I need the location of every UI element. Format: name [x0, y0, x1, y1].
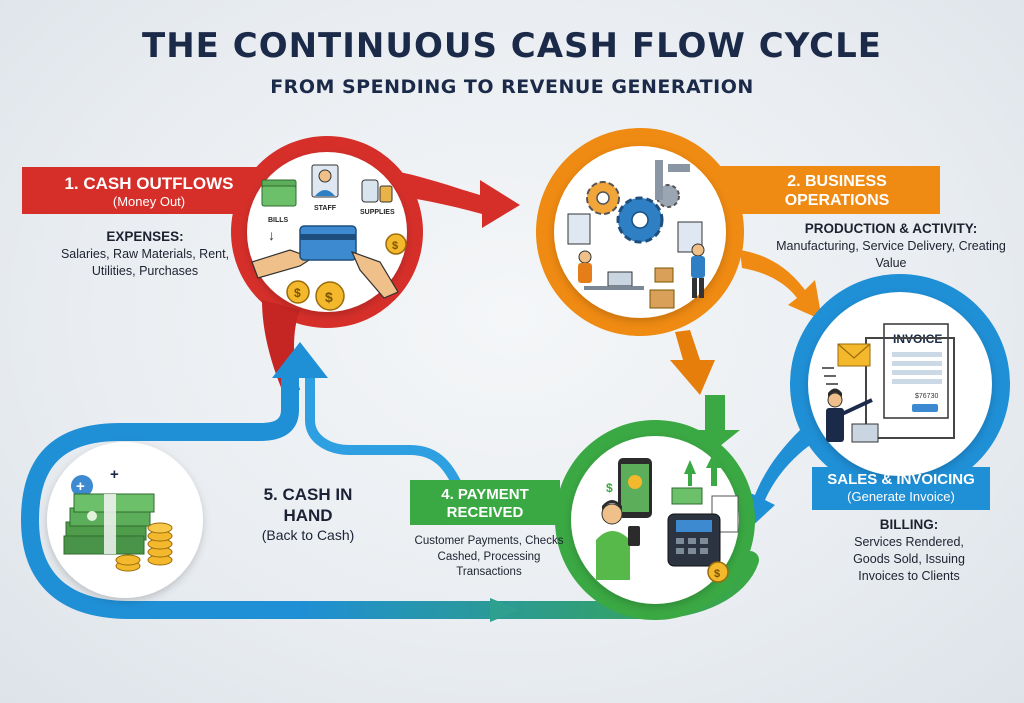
invoice-amount: $76730 — [915, 393, 938, 400]
factory-pipe-icon — [655, 160, 663, 200]
stage1-label: 1. CASH OUTFLOWS — [64, 174, 234, 193]
arrow-up-icon — [706, 452, 722, 486]
businesswoman-icon — [826, 388, 873, 442]
dollar-bubble-icon: $ — [606, 481, 613, 495]
coin-icon — [385, 233, 407, 255]
bills-label: BILLS — [268, 217, 289, 224]
stage4-desc-text: Customer Payments, Checks Cashed, Proces… — [414, 535, 564, 579]
gear-icon — [586, 181, 620, 215]
customer-icon — [596, 500, 640, 580]
stage2-description: PRODUCTION & ACTIVITY: Manufacturing, Se… — [760, 220, 1022, 272]
svg-text:+: + — [76, 478, 85, 495]
supplies-icon — [361, 179, 379, 203]
red-banner — [22, 167, 292, 214]
stage3-description: BILLING: Services Rendered, Goods Sold, … — [834, 516, 984, 585]
orange-arrow-down — [670, 330, 715, 395]
stage4-label: 4. PAYMENT RECEIVED — [441, 486, 529, 521]
stage2-desc-heading: PRODUCTION & ACTIVITY: — [804, 221, 978, 236]
hand-right-icon — [350, 250, 399, 299]
stage2-label: 2. BUSINESS OPERATIONS — [784, 173, 890, 210]
stage2-title: 2. BUSINESS OPERATIONS — [752, 172, 922, 210]
stage4-description: Customer Payments, Checks Cashed, Proces… — [414, 534, 564, 581]
stage3-illustration: INVOICE $76730 — [822, 323, 955, 443]
blue-arrow-to-payment — [742, 430, 810, 530]
stage5-sublabel: (Back to Cash) — [261, 526, 355, 543]
blue-arrow-up-head — [272, 342, 328, 378]
svg-text:$: $ — [325, 289, 333, 305]
invoice-button — [912, 404, 938, 412]
stage3-desc-text: Services Rendered, Goods Sold, Issuing I… — [853, 535, 965, 583]
stage2-illustration — [567, 160, 705, 309]
stage2-desc-text: Manufacturing, Service Delivery, Creatin… — [776, 239, 1006, 271]
plus-icon: + — [110, 466, 119, 483]
orange-arrow-right — [740, 250, 822, 320]
stage1-desc-heading: EXPENSES: — [106, 229, 184, 244]
coin-icon — [315, 281, 345, 311]
laptop-icon — [607, 271, 633, 287]
box-icon — [654, 267, 674, 283]
coin-icon — [707, 561, 729, 583]
down-arrow-icon: ↓ — [268, 227, 275, 243]
blue-loop-track — [20, 363, 649, 619]
worker-icon — [578, 250, 592, 283]
stage3-sublabel: (Generate Invoice) — [847, 489, 955, 505]
stage3-desc-heading: BILLING: — [879, 517, 939, 532]
worker-icon — [691, 243, 705, 298]
green-arrow-from-orange — [690, 395, 740, 450]
box-icon — [649, 289, 675, 309]
coin-stack-icon — [115, 522, 173, 572]
cash-stack-icon — [63, 493, 155, 555]
supplies-label: SUPPLIES — [360, 209, 395, 216]
staff-label: STAFF — [314, 205, 337, 212]
plus-icon — [71, 475, 93, 497]
svg-text:$: $ — [714, 568, 720, 580]
orange-banner — [700, 166, 940, 214]
blue-banner — [812, 467, 990, 510]
green-loop-track — [305, 372, 465, 493]
stage1-title: 1. CASH OUTFLOWS (Money Out) — [24, 174, 274, 210]
laptop-icon — [851, 423, 879, 443]
stage1-description: EXPENSES: Salaries, Raw Materials, Rent,… — [38, 228, 252, 280]
stage3-label: SALES & INVOICING — [827, 471, 975, 488]
page-subtitle: FROM SPENDING TO REVENUE GENERATION — [270, 76, 754, 98]
stage1-sublabel: (Money Out) — [112, 194, 186, 210]
stage3-title: SALES & INVOICING (Generate Invoice) — [812, 470, 990, 505]
green-banner — [410, 480, 560, 525]
stage1-desc-text: Salaries, Raw Materials, Rent, Utilities… — [60, 247, 230, 279]
page-title: THE CONTINUOUS CASH FLOW CYCLE — [142, 26, 882, 66]
arrow-up-icon — [684, 460, 696, 486]
speed-lines-icon — [822, 367, 838, 385]
monitor-icon — [567, 213, 591, 245]
bill-icon — [671, 487, 703, 505]
gear-icon — [616, 196, 664, 244]
desk — [584, 286, 644, 290]
coin-icon — [286, 280, 310, 304]
envelope-icon — [837, 343, 871, 367]
hand-left-icon — [251, 249, 314, 279]
svg-text:$: $ — [294, 286, 301, 300]
stage5-illustration: + + — [63, 466, 173, 572]
stage4-illustration: $ $ — [596, 452, 739, 583]
monitor-icon — [865, 337, 955, 439]
bottom-arrow-head — [490, 598, 520, 622]
svg-text:$: $ — [392, 240, 398, 252]
stage1-illustration: BILLS STAFF SUPPLIES $ $ $ ↓ — [251, 164, 407, 311]
stage5-label: 5. CASH IN HAND — [263, 485, 353, 526]
stage4-title: 4. PAYMENT RECEIVED — [418, 486, 552, 522]
credit-card-icon — [299, 225, 357, 261]
stage5-title: 5. CASH IN HAND (Back to Cash) — [248, 484, 368, 544]
